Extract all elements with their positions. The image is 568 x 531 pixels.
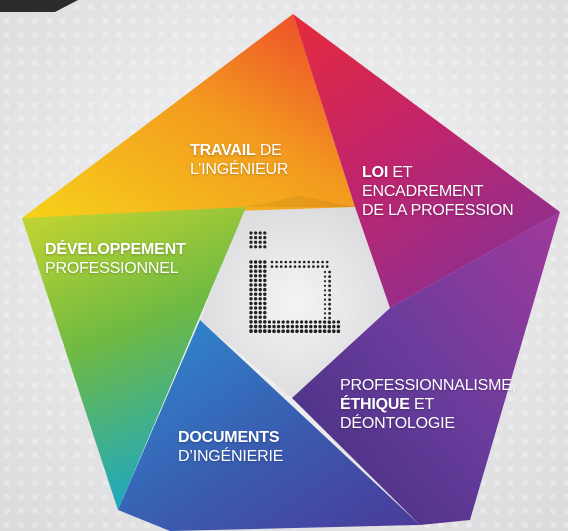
label-professionnalisme-bold: ÉTHIQUE xyxy=(340,396,410,413)
segment-professionnalisme xyxy=(292,212,560,525)
label-professionnalisme-line3: DÉONTOLOGIE xyxy=(340,415,455,432)
label-developpement-line2: PROFESSIONNEL xyxy=(45,260,179,277)
label-travail: TRAVAIL DE L’INGÉNIEUR xyxy=(190,141,288,179)
segment-loi xyxy=(293,14,560,308)
label-travail-bold: TRAVAIL xyxy=(190,142,256,159)
label-loi-line3: DE LA PROFESSION xyxy=(362,202,514,219)
fold-shadow-top xyxy=(246,196,355,207)
label-professionnalisme: PROFESSIONNALISME, ÉTHIQUE ET DÉONTOLOGI… xyxy=(340,376,516,433)
label-loi-line2: ENCADREMENT xyxy=(362,183,484,200)
label-travail-rest: DE xyxy=(259,142,282,159)
dotted-ingenieur-logo-icon xyxy=(249,231,341,334)
center-pentagon xyxy=(200,207,390,398)
label-developpement-bold: DÉVELOPPEMENT xyxy=(45,241,186,258)
segment-travail xyxy=(22,14,355,218)
label-professionnalisme-rest: ET xyxy=(413,396,435,413)
label-documents-bold: DOCUMENTS xyxy=(178,429,280,446)
label-documents: DOCUMENTS D’INGÉNIERIE xyxy=(178,428,283,466)
label-loi-bold: LOI xyxy=(362,164,389,181)
label-professionnalisme-line1: PROFESSIONNALISME, xyxy=(340,377,516,394)
label-loi: LOI ET ENCADREMENT DE LA PROFESSION xyxy=(362,163,514,220)
fold-shadow-left xyxy=(200,207,246,320)
top-left-corner-mark xyxy=(0,0,78,12)
label-loi-rest: ET xyxy=(392,164,413,181)
segment-documents xyxy=(118,320,420,531)
label-developpement: DÉVELOPPEMENT PROFESSIONNEL xyxy=(45,240,186,278)
label-travail-line2: L’INGÉNIEUR xyxy=(190,161,289,178)
segment-developpement xyxy=(22,207,246,510)
label-documents-line2: D’INGÉNIERIE xyxy=(178,448,284,465)
